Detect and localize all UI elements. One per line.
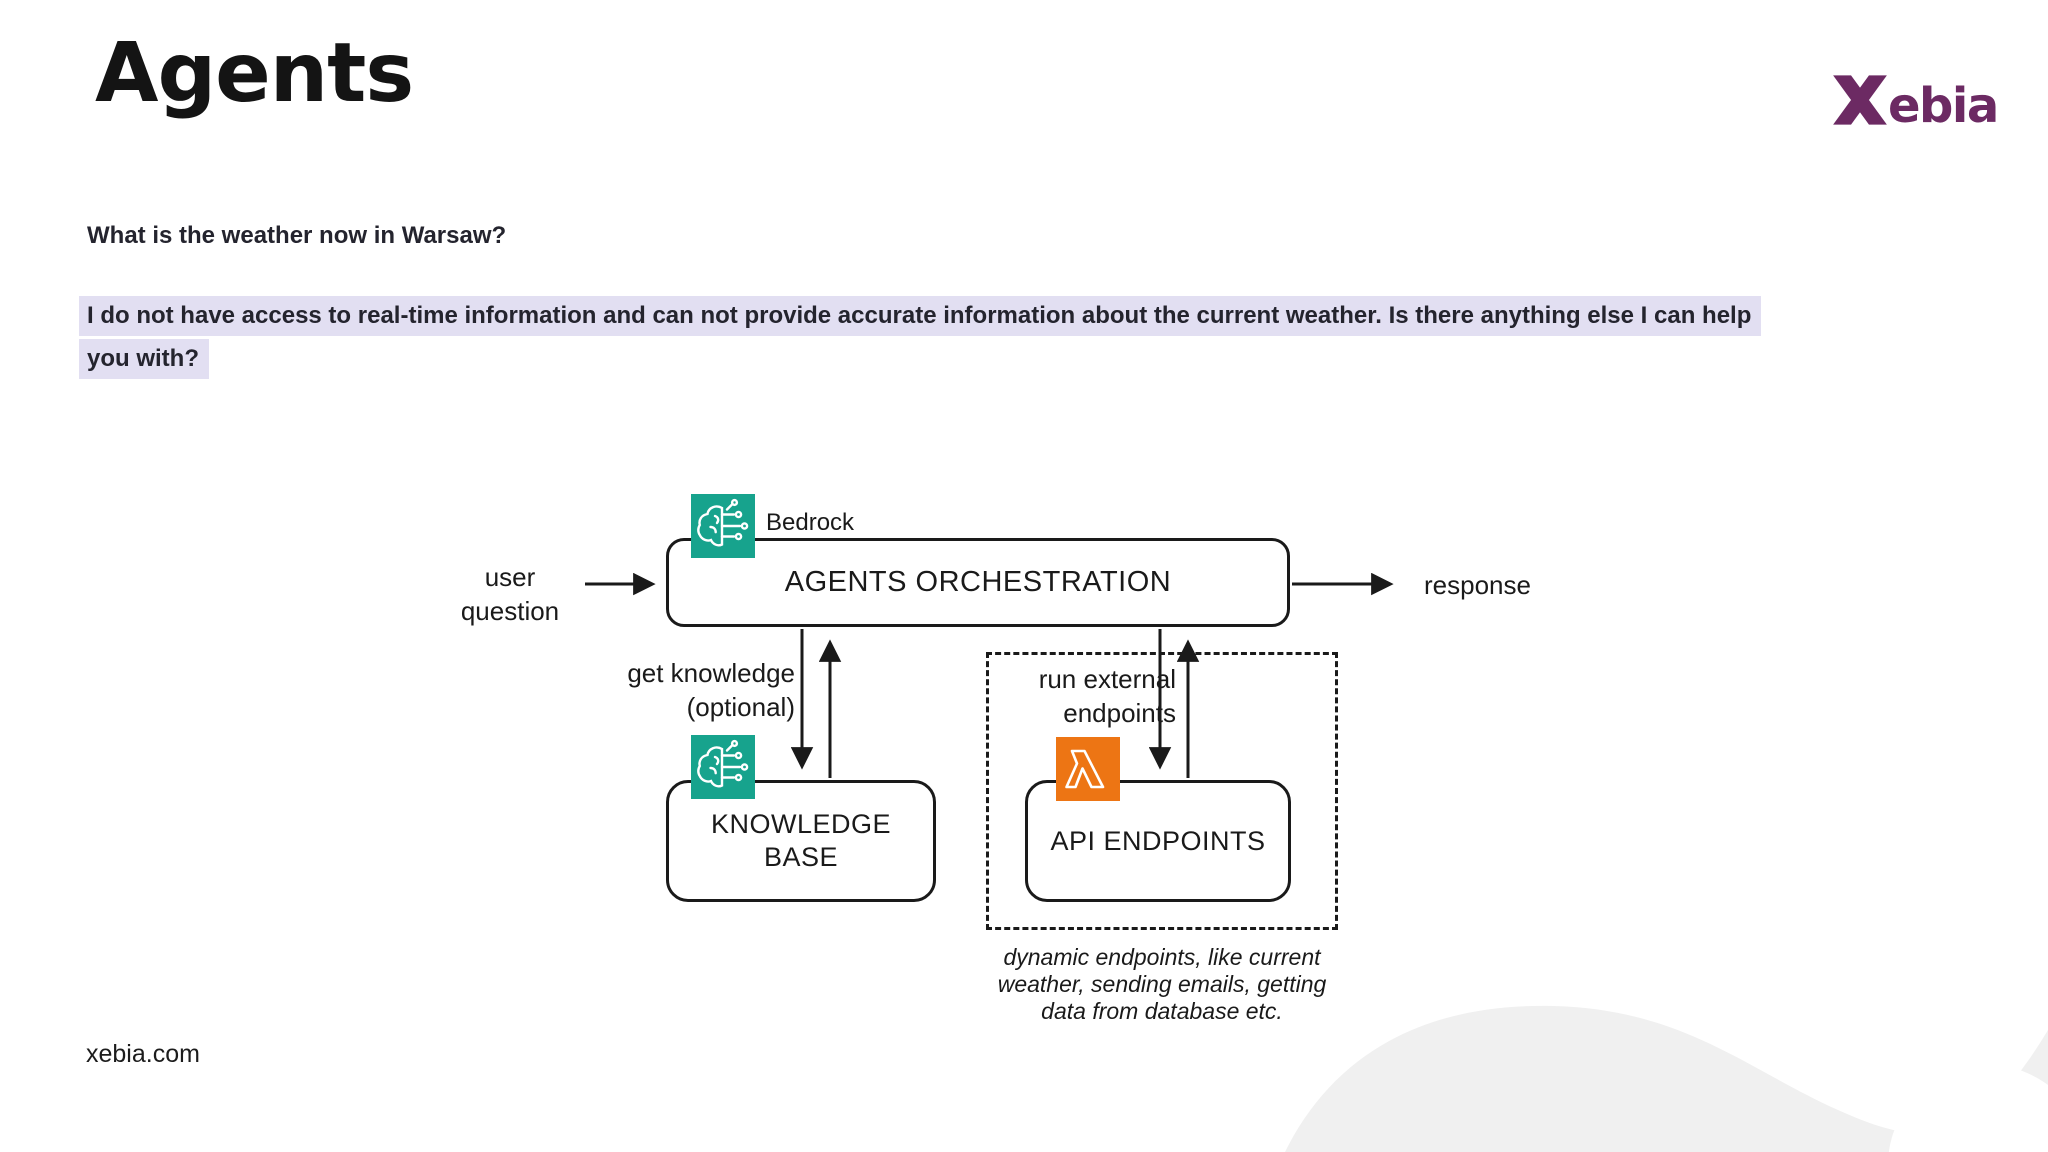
wave-decoration [1285, 1005, 2048, 1152]
xebia-logo: ebia [1832, 72, 1999, 134]
page-title: Agents [95, 26, 414, 121]
run-external-line-1: run external [1038, 664, 1176, 694]
knowledge-base-label: KNOWLEDGE BASE [710, 809, 892, 872]
answer-line-1: I do not have access to real-time inform… [79, 296, 1762, 336]
footer-url: xebia.com [86, 1040, 200, 1068]
get-knowledge-label: get knowledge (optional) [590, 656, 795, 724]
answer-line-2: you with? [79, 339, 209, 379]
wave-shape [1285, 1005, 2048, 1152]
aws-lambda-icon [1056, 737, 1120, 801]
get-knowledge-line-1: get knowledge [627, 658, 795, 688]
xebia-x-icon [1833, 75, 1887, 125]
knowledge-base-box: KNOWLEDGE BASE [666, 780, 936, 902]
endpoints-caption: dynamic endpoints, like current weather,… [997, 944, 1327, 1024]
chat-user-question: What is the weather now in Warsaw? [87, 222, 507, 249]
run-external-endpoints-label: run external endpoints [1006, 662, 1176, 730]
get-knowledge-line-2: (optional) [686, 692, 795, 722]
run-external-line-2: endpoints [1063, 698, 1176, 728]
agents-orchestration-label: AGENTS ORCHESTRATION [784, 566, 1172, 598]
chat-assistant-answer: I do not have access to real-time inform… [79, 296, 1949, 382]
aws-bedrock-icon [691, 735, 755, 799]
response-label: response [1424, 570, 1531, 600]
api-endpoints-label: API ENDPOINTS [1050, 825, 1266, 856]
external-endpoints-group-box [986, 652, 1338, 930]
wave-notch [1888, 1065, 2048, 1152]
xebia-logo-text: ebia [1888, 77, 1999, 134]
bedrock-label: Bedrock [766, 509, 855, 536]
agents-orchestration-box: AGENTS ORCHESTRATION [666, 538, 1290, 627]
aws-bedrock-icon [691, 494, 755, 558]
user-question-label: user question [460, 562, 560, 626]
